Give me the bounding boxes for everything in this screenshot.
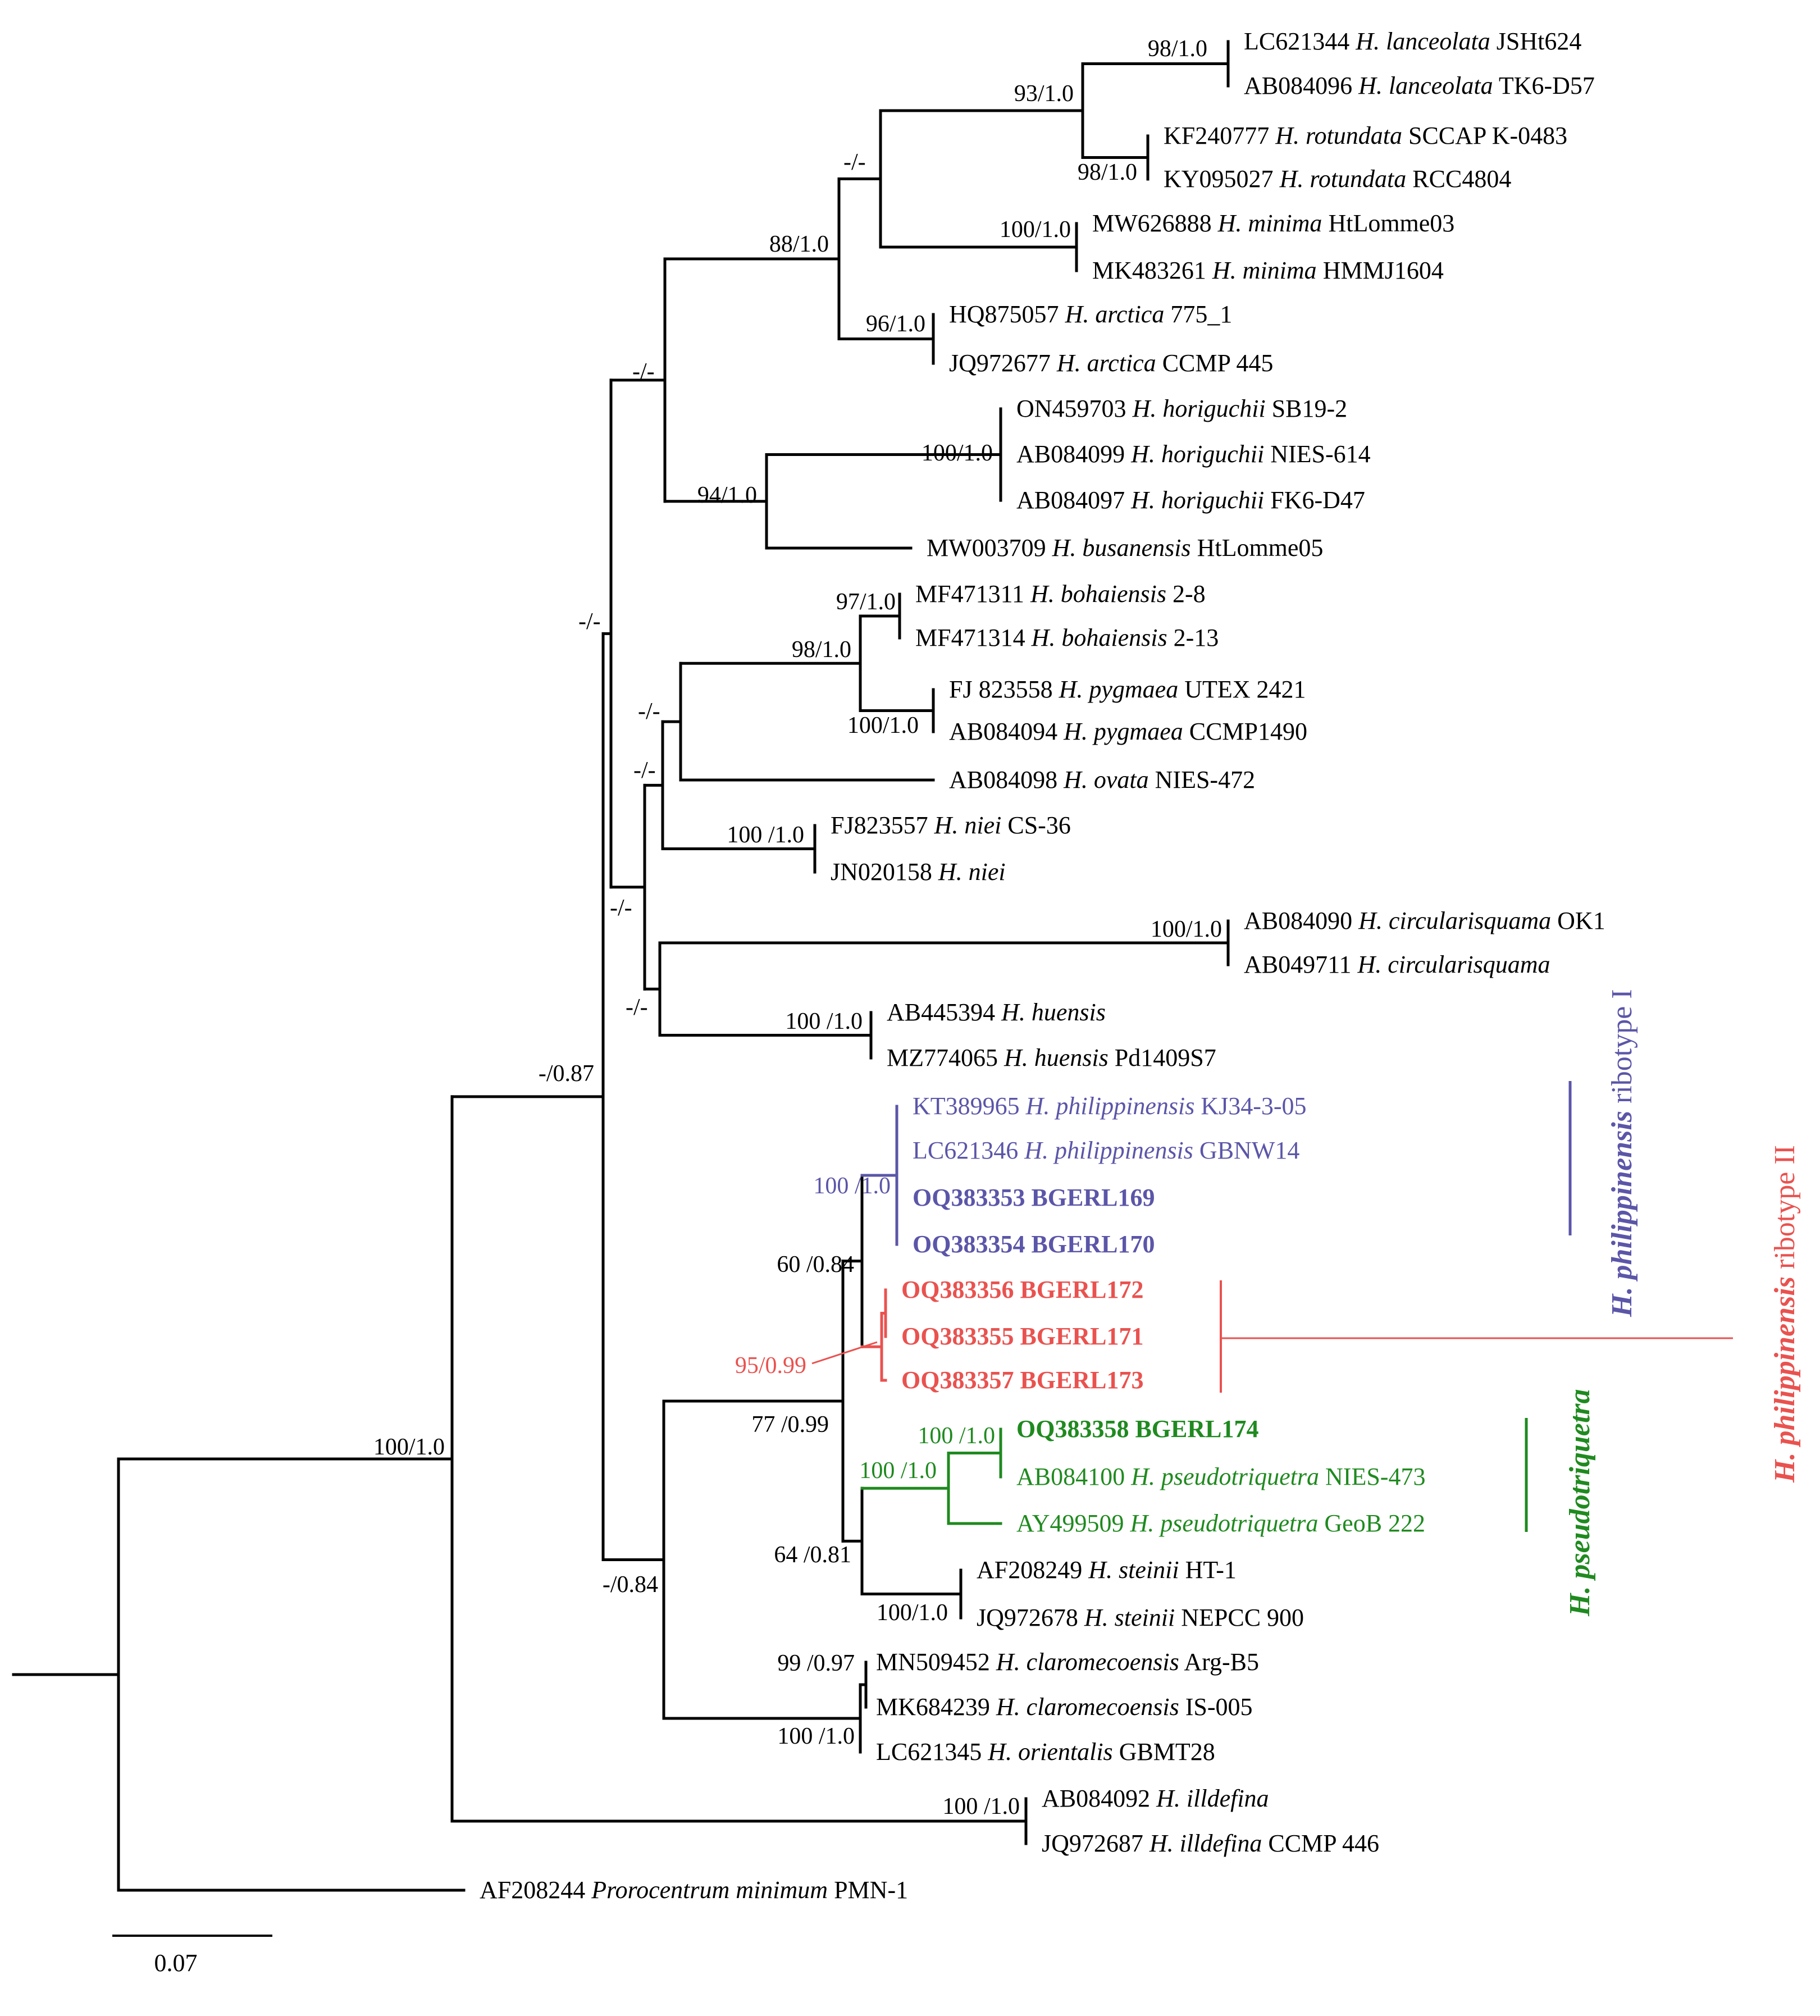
support-value-steinii: 100/1.0	[877, 1600, 948, 1626]
support-value-niei: 100 /1.0	[727, 822, 804, 848]
taxon-label-ON459703: ON459703 H. horiguchii SB19-2	[1016, 395, 1347, 422]
support-value-lanc-rot: 93/1.0	[1014, 81, 1074, 107]
support-value-arctica: 96/1.0	[866, 311, 925, 337]
taxon-label-OQ383354: OQ383354 BGERL170	[913, 1230, 1155, 1258]
taxon-label-LC621344: LC621344 H. lanceolata JSHt624	[1244, 28, 1581, 55]
group-bars	[811, 1081, 1733, 1532]
taxon-label-AB445394: AB445394 H. huensis	[887, 998, 1106, 1026]
scale-bar: 0.07	[112, 1935, 272, 1977]
taxon-label-AB084097: AB084097 H. horiguchii FK6-D47	[1016, 486, 1365, 514]
ribotype2-group-label: H. philippinensis ribotype II	[1769, 1145, 1801, 1483]
support-value-bpo: -/-	[638, 699, 660, 724]
taxon-label-FJ823557: FJ823557 H. niei CS-36	[831, 811, 1071, 839]
taxon-label-OQ383358: OQ383358 BGERL174	[1016, 1415, 1259, 1443]
scale-bar-label: 0.07	[154, 1949, 198, 1977]
support-value-illdefina: 100 /1.0	[942, 1794, 1020, 1819]
support-value-hori-busan: 94/1.0	[697, 482, 757, 508]
taxon-label-JN020158: JN020158 H. niei	[831, 858, 1006, 886]
taxon-label-OQ383356: OQ383356 BGERL172	[901, 1276, 1144, 1303]
support-value-ingroup: -/0.87	[539, 1061, 594, 1087]
support-value-huensis: 100 /1.0	[785, 1009, 863, 1034]
ribotype1-group-label: H. philippinensis ribotype I	[1606, 989, 1638, 1317]
support-value-horiguchii: 100/1.0	[922, 440, 993, 466]
support-value-pygmaea: 100/1.0	[847, 713, 919, 738]
support-value-circularisquama: 100/1.0	[1151, 916, 1222, 942]
taxon-label-MW626888: MW626888 H. minima HtLomme03	[1092, 209, 1454, 237]
support-value-claro-ori: 100 /1.0	[777, 1723, 855, 1749]
taxon-label-AB084098: AB084098 H. ovata NIES-472	[949, 766, 1255, 793]
taxon-label-LC621345: LC621345 H. orientalis GBMT28	[876, 1738, 1215, 1766]
support-value-pseudo: 100 /1.0	[859, 1458, 937, 1484]
taxon-label-KT389965: KT389965 H. philippinensis KJ34-3-05	[913, 1092, 1307, 1120]
ribotype2-support-pointer	[811, 1341, 878, 1365]
taxon-label-AB084092: AB084092 H. illdefina	[1042, 1785, 1269, 1812]
support-value-lrm: -/-	[843, 149, 866, 175]
support-value-lanceolata: 98/1.0	[1148, 36, 1207, 62]
taxon-label-MF471314: MF471314 H. bohaiensis 2-13	[915, 624, 1219, 651]
taxon-label-JQ972677: JQ972677 H. arctica CCMP 445	[949, 349, 1273, 377]
taxon-label-OQ383353: OQ383353 BGERL169	[913, 1184, 1155, 1211]
taxon-label-JQ972687: JQ972687 H. illdefina CCMP 446	[1042, 1830, 1379, 1857]
support-value-ribo2: 95/0.99	[735, 1353, 806, 1379]
taxon-label-AF208244: AF208244 Prorocentrum minimum PMN-1	[480, 1876, 908, 1904]
taxon-label-KF240777: KF240777 H. rotundata SCCAP K-0483	[1164, 122, 1567, 149]
taxon-label-AB084094: AB084094 H. pygmaea CCMP1490	[949, 718, 1307, 745]
support-value-rotundata: 98/1.0	[1078, 159, 1137, 185]
taxon-label-FJ823558: FJ 823558 H. pygmaea UTEX 2421	[949, 676, 1306, 703]
taxon-label-MF471311: MF471311 H. bohaiensis 2-8	[915, 580, 1206, 608]
taxon-label-KY095027: KY095027 H. rotundata RCC4804	[1164, 165, 1511, 193]
support-value-lower: -/0.84	[603, 1572, 658, 1598]
support-value-mid: -/-	[578, 609, 601, 635]
taxon-label-AB084090: AB084090 H. circularisquama OK1	[1244, 907, 1605, 934]
taxon-label-HQ875057: HQ875057 H. arctica 775_1	[949, 300, 1232, 328]
taxon-label-JQ972678: JQ972678 H. steinii NEPCC 900	[977, 1604, 1304, 1631]
taxon-label-LC621346: LC621346 H. philippinensis GBNW14	[913, 1137, 1299, 1164]
taxon-label-OQ383355: OQ383355 BGERL171	[901, 1322, 1144, 1350]
taxon-label-MW003709: MW003709 H. busanensis HtLomme05	[927, 534, 1323, 562]
taxon-label-AB084100: AB084100 H. pseudotriquetra NIES-473	[1016, 1463, 1425, 1490]
support-value-pseudo-in: 100 /1.0	[918, 1423, 995, 1449]
support-value-upper: -/-	[632, 359, 655, 385]
support-value-mid-lower: -/-	[610, 895, 632, 921]
support-value-bohaiensis: 97/1.0	[836, 589, 896, 615]
taxon-label-MZ774065: MZ774065 H. huensis Pd1409S7	[887, 1044, 1216, 1071]
pseudotriquetra-group-label: H. pseudotriquetra	[1564, 1389, 1596, 1617]
taxon-label-AB084099: AB084099 H. horiguchii NIES-614	[1016, 440, 1371, 468]
taxon-label-MK483261: MK483261 H. minima HMMJ1604	[1092, 257, 1444, 284]
support-value-phil-ps-st: 77 /0.99	[751, 1412, 829, 1438]
support-value-phil: 60 /0.84	[777, 1252, 854, 1278]
support-value-heterocapsa: 100/1.0	[373, 1434, 445, 1460]
taxon-label-MN509452: MN509452 H. claromecoensis Arg-B5	[876, 1648, 1259, 1676]
support-value-minima: 100/1.0	[1000, 217, 1071, 243]
tree-branches	[12, 40, 1230, 1892]
support-value-lrma: 88/1.0	[769, 231, 829, 257]
taxon-label-AB084096: AB084096 H. lanceolata TK6-D57	[1244, 72, 1595, 99]
support-value-ps-st: 64 /0.81	[774, 1542, 851, 1568]
support-value-boh-pyg: 98/1.0	[792, 637, 851, 663]
taxon-label-AF208249: AF208249 H. steinii HT-1	[977, 1556, 1237, 1584]
taxon-label-AY499509: AY499509 H. pseudotriquetra GeoB 222	[1016, 1509, 1425, 1537]
support-value-ribo1: 100 /1.0	[813, 1173, 891, 1199]
taxon-label-OQ383357: OQ383357 BGERL173	[901, 1366, 1144, 1394]
support-values: 98/1.0 93/1.0 98/1.0 -/- 100/1.0 88/1.0 96/1.0…	[373, 36, 1222, 1819]
support-value-circ-hue: -/-	[626, 995, 648, 1020]
taxon-label-MK684239: MK684239 H. claromecoensis IS-005	[876, 1693, 1253, 1721]
support-value-claromecoensis: 99 /0.97	[777, 1650, 855, 1676]
support-value-bpon: -/-	[633, 758, 656, 783]
taxon-label-AB049711: AB049711 H. circularisquama	[1244, 951, 1550, 978]
